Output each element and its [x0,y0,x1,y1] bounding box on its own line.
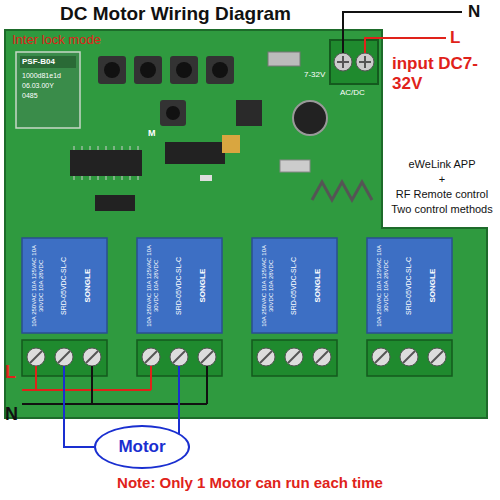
screw-slot [260,351,272,363]
relay-marking: SRD-05VDC-SL-C [60,242,68,330]
module-text: PSF-B04 [22,57,55,66]
relay-marking: SONGLE [83,242,92,330]
terminal-screw [27,348,45,366]
screw-slot [403,351,415,363]
module-text: 0485 [22,92,38,100]
relay-marking: 10A 250VAC 10A 125VAC 10A 30VDC 10A 28VD… [146,241,160,329]
terminal-screw [55,348,73,366]
diagram-title: DC Motor Wiring Diagram [60,3,291,25]
terminal-screw [170,348,188,366]
note-caption: Note: Only 1 Motor can run each time [0,474,500,491]
module-text: 1000d81e1d [22,72,61,80]
mode-note: Inter lock mode [12,33,101,48]
motor-label: Motor [118,437,165,457]
screw-slot [201,351,213,363]
terminal-screw [83,348,101,366]
screw-slot [316,351,328,363]
feature-text: + [388,173,496,186]
relay-marking: 10A 250VAC 10A 125VAC 10A 30VDC 10A 28VD… [261,241,275,329]
screw-slot [288,351,300,363]
terminal-screw [142,348,160,366]
terminal-screw [198,348,216,366]
screw-slot [375,351,387,363]
power-input-label: input DC7-32V [392,54,492,93]
relay-marking: 10A 250VAC 10A 125VAC 10A 30VDC 10A 28VD… [31,241,45,329]
wire-label: N [5,404,18,425]
wire-label: L [450,28,460,48]
screw-slot [173,351,185,363]
wire-label: N [468,2,480,22]
screw-slot [145,351,157,363]
relay-marking: SONGLE [198,242,207,330]
silkscreen-text: AC/DC [340,88,365,97]
screw-slot [58,351,70,363]
screw-slot [86,351,98,363]
relay-marking: SRD-05VDC-SL-C [290,242,298,330]
screw-slot [30,351,42,363]
relay-marking: SRD-05VDC-SL-C [175,242,183,330]
feature-text: Two control methods [388,203,496,216]
terminal-screw [257,348,275,366]
module-text: 06.03.00Y [22,82,54,90]
wire-label: L [5,362,16,383]
relay-marking: 10A 250VAC 10A 125VAC 10A 30VDC 10A 28VD… [376,241,390,329]
terminal-screw [400,348,418,366]
feature-text: RF Remote control [388,188,496,201]
silkscreen-text: M [148,128,156,138]
relay-marking: SONGLE [428,242,437,330]
terminal-screw [372,348,390,366]
terminal-screw [428,348,446,366]
terminal-screw [285,348,303,366]
screw-slot [431,351,443,363]
motor-circle: Motor [94,425,190,469]
relay-marking: SRD-05VDC-SL-C [405,242,413,330]
feature-text: eWeLink APP [388,158,496,171]
silkscreen-text: 7-32V [304,70,325,79]
terminal-screw [313,348,331,366]
relay-marking: SONGLE [313,242,322,330]
